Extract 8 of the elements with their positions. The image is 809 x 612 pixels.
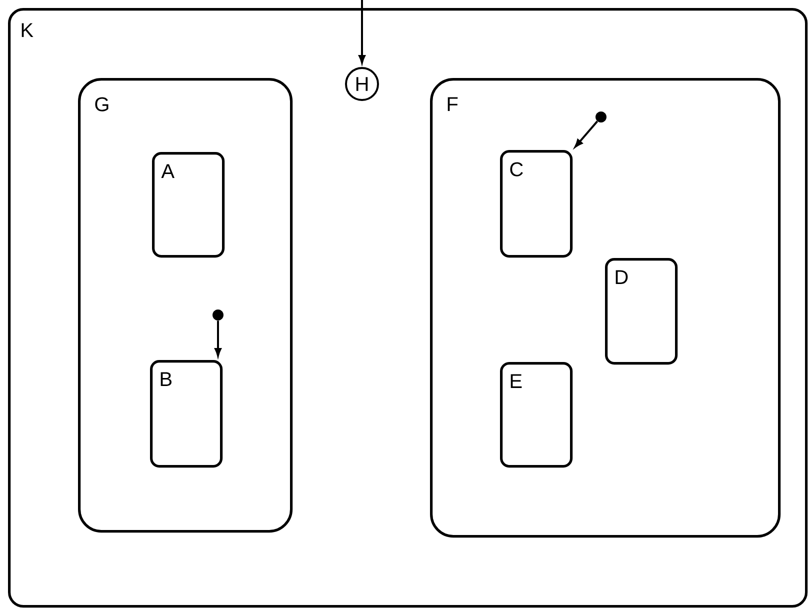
start-dot xyxy=(596,112,606,122)
state-box: B xyxy=(150,360,223,468)
state-box: E xyxy=(500,362,573,468)
state-box: A xyxy=(152,152,225,258)
state-box: C xyxy=(500,150,573,258)
arrow xyxy=(574,120,598,148)
state-box: D xyxy=(605,258,678,365)
start-dot xyxy=(212,310,224,320)
